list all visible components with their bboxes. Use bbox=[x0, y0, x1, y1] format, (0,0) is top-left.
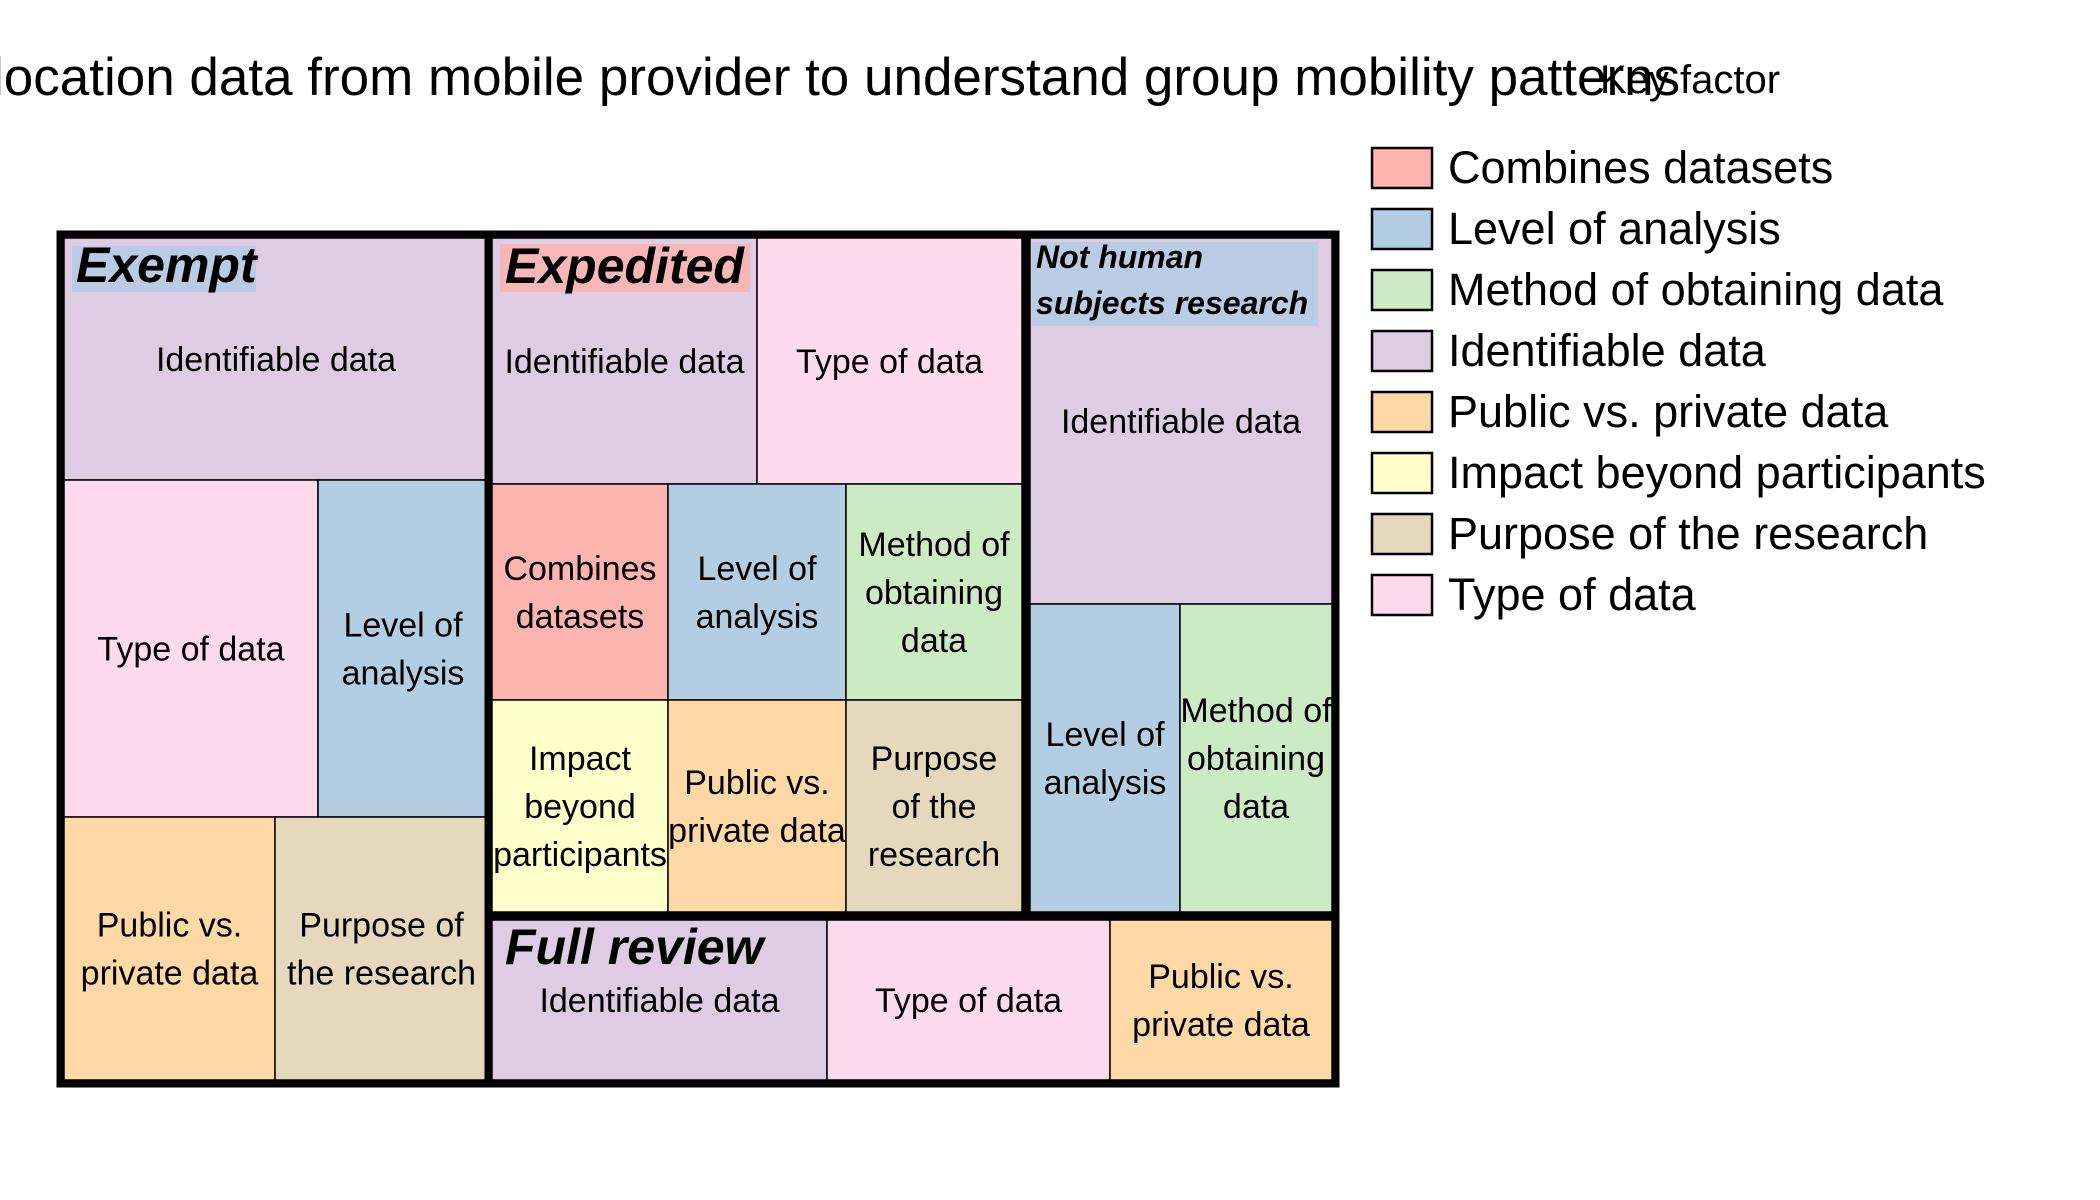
full-review-cell-label-identifiable-data: Identifiable data bbox=[539, 982, 779, 1020]
expedited-group-label: Expedited bbox=[505, 238, 745, 294]
expedited-cell-level-of-analysis bbox=[667, 483, 847, 701]
legend-swatch-public-vs-private-data bbox=[1370, 390, 1434, 434]
full-review-group-label: Full review bbox=[505, 919, 767, 975]
expedited-cell-type-of-data bbox=[756, 237, 1023, 485]
exempt-cell-label-public-vs-private-data: Public vs.private data bbox=[81, 907, 259, 993]
expedited-cell-public-vs-private-data bbox=[667, 699, 847, 913]
expedited-cell-method-of-obtaining-data bbox=[845, 483, 1023, 701]
expedited-cell-label-identifiable-data: Identifiable data bbox=[504, 343, 744, 381]
expedited-cell-label-public-vs-private-data: Public vs.private data bbox=[668, 764, 846, 850]
full-review-cell-label-public-vs-private-data: Public vs.private data bbox=[1132, 958, 1310, 1044]
full-review-cell-type-of-data bbox=[826, 919, 1111, 1081]
legend-label-impact-beyond-participants: Impact beyond participants bbox=[1448, 447, 1986, 498]
expedited-cell-label-type-of-data: Type of data bbox=[796, 343, 983, 381]
not-human-subjects-research-cell-level-of-analysis bbox=[1029, 603, 1181, 913]
legend-label-combines-datasets: Combines datasets bbox=[1448, 142, 1833, 193]
expedited-group-label-background bbox=[500, 244, 750, 292]
legend-label-identifiable-data: Identifiable data bbox=[1448, 325, 1767, 376]
legend-swatch-combines-datasets bbox=[1370, 146, 1434, 190]
legend-swatch-purpose-of-the-research bbox=[1370, 512, 1434, 556]
exempt-cell-type-of-data bbox=[63, 479, 319, 818]
legend-swatch-identifiable-data bbox=[1370, 329, 1434, 373]
group-borders bbox=[56, 230, 1340, 1088]
exempt-cell-purpose-of-the-research bbox=[274, 816, 489, 1081]
legend-label-public-vs-private-data: Public vs. private data bbox=[1448, 386, 1889, 437]
exempt-group-label-background bbox=[72, 246, 256, 292]
full-review-cell-label-type-of-data: Type of data bbox=[875, 982, 1062, 1020]
not-human-subjects-research-cell-method-of-obtaining-data bbox=[1179, 603, 1333, 913]
exempt-cell-label-type-of-data: Type of data bbox=[97, 631, 284, 669]
legend-label-method-of-obtaining-data: Method of obtaining data bbox=[1448, 264, 1944, 315]
legend-label-type-of-data: Type of data bbox=[1448, 569, 1697, 620]
not-human-subjects-research-group-label-background bbox=[1032, 242, 1318, 326]
full-review-cell-public-vs-private-data bbox=[1109, 919, 1333, 1081]
legend-swatch-impact-beyond-participants bbox=[1370, 451, 1434, 495]
exempt-cell-level-of-analysis bbox=[317, 479, 489, 818]
expedited-cell-impact-beyond-participants bbox=[491, 699, 669, 913]
legend-label-purpose-of-the-research: Purpose of the research bbox=[1448, 508, 1928, 559]
legend-label-level-of-analysis: Level of analysis bbox=[1448, 203, 1781, 254]
full-review-group-border bbox=[484, 912, 1340, 1088]
exempt-cell-label-identifiable-data: Identifiable data bbox=[156, 341, 396, 379]
exempt-cell-public-vs-private-data bbox=[63, 816, 276, 1081]
legend-swatch-level-of-analysis bbox=[1370, 207, 1434, 251]
expedited-cell-combines-datasets bbox=[491, 483, 669, 701]
chart-title: location data from mobile provider to un… bbox=[0, 48, 1680, 107]
legend-swatch-method-of-obtaining-data bbox=[1370, 268, 1434, 312]
full-review-cell-identifiable-data bbox=[491, 919, 828, 1081]
not-human-subjects-research-cell-label-identifiable-data: Identifiable data bbox=[1061, 403, 1301, 441]
expedited-cell-purpose-of-the-research bbox=[845, 699, 1023, 913]
exempt-group-label: Exempt bbox=[76, 237, 259, 293]
legend-swatch-type-of-data bbox=[1370, 573, 1434, 617]
legend-title: Key factor bbox=[1600, 58, 1780, 102]
